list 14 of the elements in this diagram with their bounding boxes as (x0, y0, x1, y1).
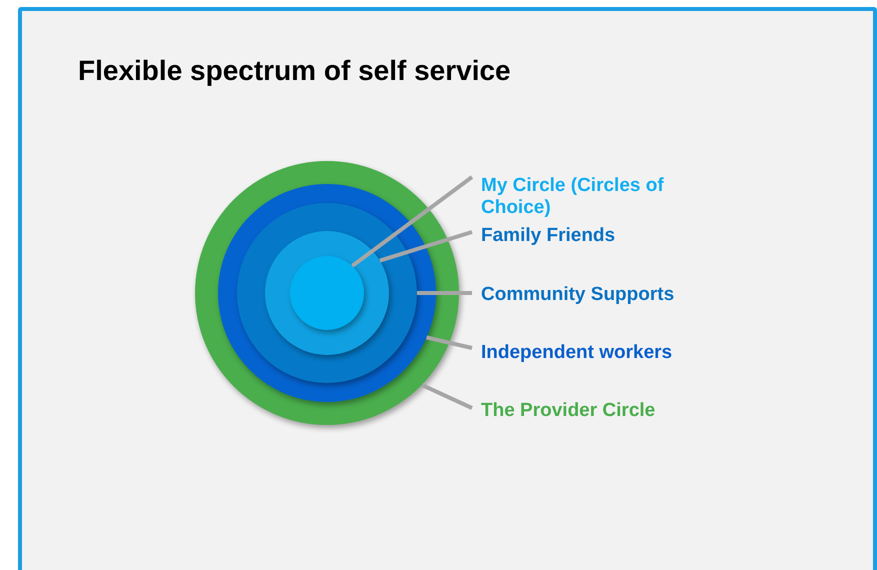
ring (195, 161, 459, 425)
ring-label: The Provider Circle (481, 400, 741, 422)
ring (218, 184, 436, 402)
ring-label: My Circle (Circles of Choice) (481, 175, 711, 219)
diagram-title: Flexible spectrum of self service (78, 55, 511, 87)
leader-line (420, 383, 473, 410)
ring (290, 256, 364, 330)
leader-line (379, 230, 473, 262)
ring-label: Family Friends (481, 225, 711, 247)
ring (237, 203, 417, 383)
ring-label: Community Supports (481, 284, 741, 306)
ring-label: Independent workers (481, 342, 741, 364)
ring (265, 231, 389, 355)
leader-line (351, 175, 474, 268)
